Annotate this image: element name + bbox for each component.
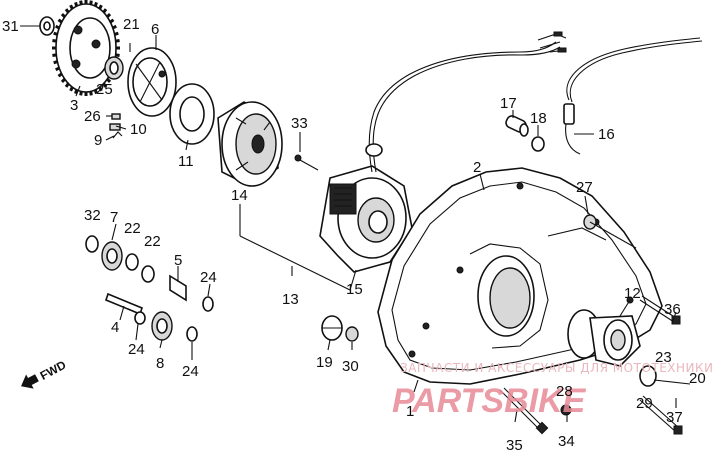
washer-22b [141, 265, 155, 283]
cover-cap-12 [567, 309, 641, 367]
callout-11: 11 [178, 153, 194, 170]
callout-7: 7 [110, 209, 118, 226]
plug-20 [639, 365, 691, 387]
callout-14: 14 [231, 187, 248, 204]
washer-32 [85, 235, 99, 253]
callout-33: 33 [291, 115, 308, 132]
callout-36: 36 [664, 301, 681, 318]
callout-3: 3 [70, 97, 78, 114]
cap-30 [345, 326, 359, 342]
fwd-label: FWD [38, 358, 69, 383]
washer-24c [186, 326, 198, 342]
callout-30: 30 [342, 358, 359, 375]
roller-set [109, 113, 123, 139]
wire-connectors [537, 31, 567, 53]
callout-31: 31 [2, 18, 19, 35]
callout-29: 29 [636, 395, 653, 412]
callout-17: 17 [500, 95, 517, 112]
callout-15: 15 [346, 281, 363, 298]
callout-20: 20 [689, 370, 706, 387]
callout-34: 34 [558, 433, 575, 450]
washer-24b [134, 311, 146, 325]
callout-1: 1 [406, 403, 414, 420]
pickup-sensor [563, 103, 581, 155]
part-17 [505, 115, 529, 137]
callout-24a: 24 [200, 269, 217, 286]
plate-11 [169, 83, 215, 145]
callout-13: 13 [282, 291, 299, 308]
nut-34 [560, 404, 572, 416]
watermark-caption: ЗАПЧАСТИ И АКСЕССУАРЫ ДЛЯ МОТОТЕХНИКИ [400, 361, 714, 375]
callout-26: 26 [84, 108, 101, 125]
callout-labels: 31 21 6 25 3 26 10 9 11 33 14 13 15 32 7… [2, 16, 706, 454]
callout-37: 37 [666, 409, 683, 426]
flywheel-rotor [217, 101, 283, 187]
callout-23: 23 [655, 349, 672, 366]
callout-16: 16 [598, 126, 615, 143]
watermark: ЗАПЧАСТИ И АКСЕССУАРЫ ДЛЯ МОТОТЕХНИКИ PA… [392, 361, 714, 420]
cap-19 [321, 315, 343, 341]
part-18 [531, 136, 545, 152]
callout-32: 32 [84, 207, 101, 224]
callout-4: 4 [111, 319, 119, 336]
starter-clutch [127, 47, 177, 117]
starter-driven-gear [52, 0, 120, 96]
callout-28: 28 [556, 383, 573, 400]
pin-4 [105, 292, 143, 316]
leader-lines [20, 25, 677, 423]
callout-10: 10 [130, 121, 147, 138]
callout-18: 18 [530, 110, 547, 127]
needle-bearing [104, 56, 124, 80]
forward-direction-arrow: FWD [21, 358, 69, 389]
callout-25: 25 [96, 81, 113, 98]
shaft-5 [169, 266, 187, 302]
callout-19: 19 [316, 354, 333, 371]
gear-8 [151, 311, 173, 341]
stator-coil [319, 165, 413, 273]
callout-8: 8 [156, 355, 164, 372]
callout-24c: 24 [182, 363, 199, 380]
stator-wire [368, 41, 557, 173]
callout-12: 12 [624, 285, 641, 302]
callout-21: 21 [123, 16, 140, 33]
callout-5: 5 [174, 252, 182, 269]
callout-22a: 22 [124, 220, 141, 237]
washer-24a [202, 296, 214, 312]
callout-35: 35 [506, 437, 523, 454]
bolt-33 [294, 154, 319, 171]
callout-2: 2 [473, 159, 481, 176]
bolt-36 [639, 295, 681, 325]
watermark-logo: PARTSBIKE [392, 382, 587, 420]
callout-22b: 22 [144, 233, 161, 250]
washer-31 [39, 16, 55, 36]
callout-6: 6 [151, 21, 159, 38]
bolt-35 [499, 387, 549, 435]
pickup-wire [566, 37, 701, 101]
bolt-37 [639, 395, 683, 435]
idler-gear-7 [101, 241, 123, 271]
washer-22a [125, 253, 139, 271]
callout-9: 9 [94, 132, 102, 149]
callout-24b: 24 [128, 341, 145, 358]
wire-grommet [365, 143, 383, 157]
callout-27: 27 [576, 179, 593, 196]
